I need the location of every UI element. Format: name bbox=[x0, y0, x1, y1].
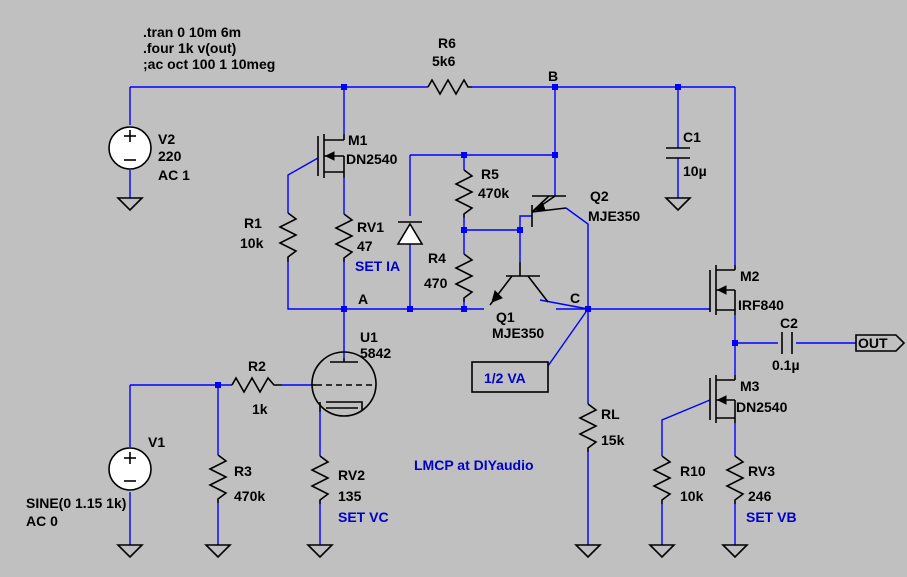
directive-tran: .tran 0 10m 6m bbox=[143, 24, 241, 40]
m3-mosfet-icon bbox=[709, 375, 736, 423]
rv1-resistor-icon bbox=[334, 213, 354, 262]
c2-value: 0.1µ bbox=[772, 357, 800, 373]
r1-name: R1 bbox=[244, 215, 262, 231]
u1-name: U1 bbox=[360, 329, 378, 345]
directive-four: .four 1k v(out) bbox=[143, 40, 236, 56]
q2-name: Q2 bbox=[590, 188, 609, 204]
r3-resistor-icon bbox=[208, 454, 228, 503]
rv1-value: 47 bbox=[357, 238, 373, 254]
rv1-name: RV1 bbox=[357, 219, 384, 235]
out-label: OUT bbox=[858, 335, 888, 351]
q1-value: MJE350 bbox=[492, 325, 544, 341]
m1-value: DN2540 bbox=[346, 151, 398, 167]
v1-value: SINE(0 1.15 1k) bbox=[26, 495, 126, 511]
half-va-box bbox=[471, 361, 549, 393]
m1-mosfet-icon bbox=[317, 134, 345, 178]
rv2-value: 135 bbox=[338, 488, 362, 504]
r4-value: 470 bbox=[424, 275, 448, 291]
m2-value: IRF840 bbox=[738, 297, 784, 313]
r5-name: R5 bbox=[481, 166, 499, 182]
q2-transistor-icon bbox=[531, 195, 567, 227]
rl-resistor-icon bbox=[578, 403, 598, 452]
r3-value: 470k bbox=[234, 488, 265, 504]
rv2-name: RV2 bbox=[338, 467, 365, 483]
r4-resistor-icon bbox=[454, 253, 474, 302]
v1-name: V1 bbox=[148, 434, 165, 450]
r4-name: R4 bbox=[428, 250, 446, 266]
r2-value: 1k bbox=[252, 401, 268, 417]
half-va-label: 1/2 VA bbox=[484, 370, 526, 386]
c1-name: C1 bbox=[683, 129, 701, 145]
u1-value: 5842 bbox=[360, 345, 391, 361]
ground-icons bbox=[116, 197, 749, 559]
node-a-label: A bbox=[358, 291, 368, 307]
set-vb-label: SET VB bbox=[746, 509, 797, 525]
set-vc-label: SET VC bbox=[338, 509, 389, 525]
v1-extra: AC 0 bbox=[26, 513, 58, 529]
r2-name: R2 bbox=[248, 358, 266, 374]
out-port-icon bbox=[855, 334, 906, 352]
node-c-label: C bbox=[570, 290, 580, 306]
directive-ac: ;ac oct 100 1 10meg bbox=[143, 56, 275, 72]
v2-extra: AC 1 bbox=[158, 167, 190, 183]
r6-value: 5k6 bbox=[432, 53, 456, 69]
diode-icon bbox=[396, 221, 424, 245]
c1-capacitor-icon bbox=[666, 147, 690, 159]
m2-name: M2 bbox=[740, 268, 760, 284]
rv3-value: 246 bbox=[748, 488, 772, 504]
r10-value: 10k bbox=[680, 488, 704, 504]
v2-name: V2 bbox=[158, 131, 175, 147]
m3-value: DN2540 bbox=[736, 399, 788, 415]
v2-source-icon bbox=[108, 126, 152, 170]
r5-resistor-icon bbox=[454, 169, 474, 218]
credit-label: LMCP at DIYaudio bbox=[414, 457, 534, 473]
m1-name: M1 bbox=[348, 132, 368, 148]
set-ia-label: SET IA bbox=[355, 258, 400, 274]
r1-resistor-icon bbox=[278, 212, 298, 262]
m2-mosfet-icon bbox=[709, 265, 736, 315]
v1-source-icon bbox=[108, 447, 152, 491]
u1-triode-icon bbox=[311, 351, 377, 417]
rl-value: 15k bbox=[601, 432, 625, 448]
m3-name: M3 bbox=[740, 378, 760, 394]
v2-value: 220 bbox=[158, 148, 182, 164]
c1-value: 10µ bbox=[683, 163, 707, 179]
r10-resistor-icon bbox=[652, 455, 672, 504]
q1-name: Q1 bbox=[496, 309, 515, 325]
rl-name: RL bbox=[601, 406, 620, 422]
r3-name: R3 bbox=[234, 463, 252, 479]
junctions bbox=[215, 84, 738, 388]
q2-value: MJE350 bbox=[588, 208, 640, 224]
r6-resistor-icon bbox=[427, 78, 472, 96]
c2-name: C2 bbox=[780, 315, 798, 331]
rv2-resistor-icon bbox=[310, 455, 330, 504]
r10-name: R10 bbox=[680, 463, 706, 479]
rv3-resistor-icon bbox=[725, 455, 745, 504]
q1-transistor-icon bbox=[489, 262, 549, 306]
r6-name: R6 bbox=[438, 35, 456, 51]
node-b-label: B bbox=[548, 68, 558, 84]
r1-value: 10k bbox=[240, 235, 264, 251]
r5-value: 470k bbox=[478, 185, 509, 201]
c2-capacitor-icon bbox=[781, 332, 793, 354]
rv3-name: RV3 bbox=[748, 463, 775, 479]
r2-resistor-icon bbox=[231, 376, 282, 394]
